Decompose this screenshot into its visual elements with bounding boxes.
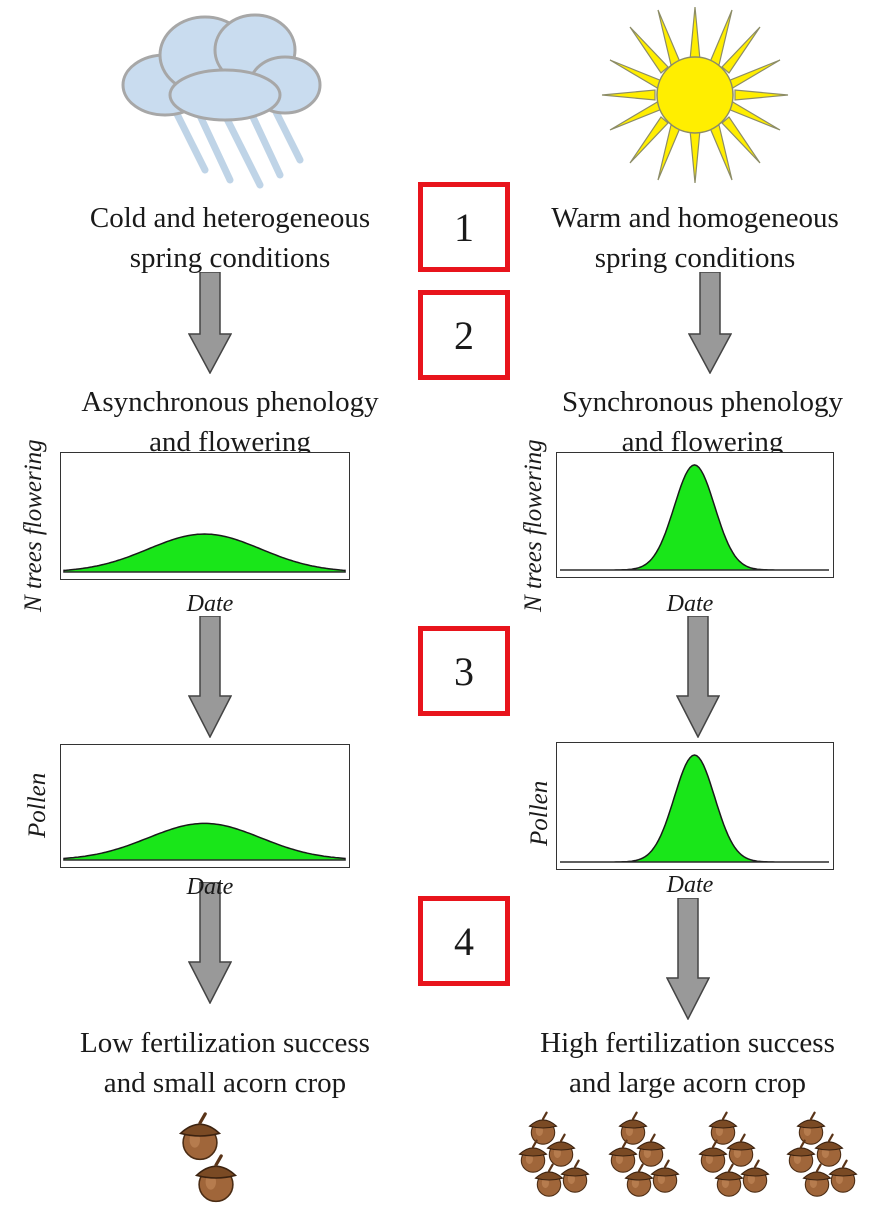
acorn-icon [737, 1158, 773, 1194]
acorn-icon [711, 1162, 747, 1198]
right-pollen-plot [556, 742, 834, 870]
acorn-icon [557, 1158, 593, 1194]
acorn-icon [811, 1132, 847, 1168]
right-flowering-ylabel: N trees flowering [520, 439, 547, 612]
right-down-arrow-1 [688, 272, 732, 374]
right-phenology-text: Synchronous phenology and flowering [530, 382, 871, 462]
left-outcome-line2: and small acorn crop [103, 1067, 347, 1099]
left-pollen-xlabel: Date [186, 874, 234, 900]
right-pollen-xlabel: Date [666, 872, 714, 898]
left-flowering-ylabel: N trees flowering [20, 439, 47, 612]
left-pollen-plot [60, 744, 350, 868]
left-condition-line1: Cold and heterogeneous [89, 202, 371, 234]
acorn-icon [695, 1138, 731, 1174]
right-outcome-text: High fertilization success and large aco… [505, 1023, 870, 1103]
left-pollen-curve [63, 822, 346, 861]
left-flowering-curve [63, 533, 346, 573]
right-down-arrow-2 [676, 616, 720, 738]
left-down-arrow-3 [188, 882, 232, 1004]
distribution-curve [63, 822, 346, 861]
left-down-arrow-1 [188, 272, 232, 374]
distribution-curve [560, 754, 829, 863]
left-phenology-line1: Asynchronous phenology [81, 386, 379, 418]
acorn-icon [799, 1162, 835, 1198]
acorn-icon [515, 1138, 551, 1174]
step-box-1: 1 [418, 182, 510, 272]
acorn-icon [621, 1162, 657, 1198]
small-acorn-crop [160, 1110, 270, 1208]
acorn-icon [633, 1132, 669, 1168]
step-box-3: 3 [418, 626, 510, 716]
right-down-arrow-3 [666, 898, 710, 1020]
right-flowering-plot [556, 452, 834, 578]
step-number-3: 3 [454, 648, 474, 694]
acorn-icon [793, 1110, 829, 1146]
acorn-icon [174, 1110, 226, 1162]
acorn-icon [783, 1138, 819, 1174]
right-outcome-line2: and large acorn crop [569, 1067, 806, 1099]
distribution-curve [63, 533, 346, 573]
step-box-2: 2 [418, 290, 510, 380]
left-flowering-plot [60, 452, 350, 580]
acorn-icon [543, 1132, 579, 1168]
acorn-icon [190, 1152, 242, 1204]
left-pollen-ylabel: Pollen [24, 772, 51, 838]
sun-icon [600, 5, 790, 185]
step-box-4: 4 [418, 896, 510, 986]
left-outcome-line1: Low fertilization success [80, 1027, 370, 1059]
left-down-arrow-2 [188, 616, 232, 738]
step-number-2: 2 [454, 312, 474, 358]
acorn-icon [723, 1132, 759, 1168]
acorn-icon [615, 1110, 651, 1146]
left-condition-text: Cold and heterogeneous spring conditions [60, 198, 400, 278]
right-flowering-curve [560, 464, 829, 571]
right-outcome-line1: High fertilization success [540, 1027, 835, 1059]
distribution-curve [560, 464, 829, 571]
acorn-icon [531, 1162, 567, 1198]
step-number-1: 1 [454, 204, 474, 250]
large-acorn-crop [515, 1110, 865, 1208]
acorn-icon [825, 1158, 861, 1194]
acorn-icon [525, 1110, 561, 1146]
left-condition-line2: spring conditions [129, 242, 331, 274]
rain-cloud-icon [110, 5, 330, 195]
right-condition-line2: spring conditions [594, 242, 796, 274]
acorn-icon [705, 1110, 741, 1146]
right-flowering-xlabel: Date [666, 591, 714, 617]
left-outcome-text: Low fertilization success and small acor… [40, 1023, 410, 1103]
right-phenology-line1: Synchronous phenology [561, 386, 844, 418]
left-flowering-xlabel: Date [186, 591, 234, 617]
right-condition-line1: Warm and homogeneous [551, 202, 839, 234]
right-condition-text: Warm and homogeneous spring conditions [520, 198, 870, 278]
step-number-4: 4 [454, 918, 474, 964]
acorn-icon [647, 1158, 683, 1194]
right-pollen-ylabel: Pollen [526, 780, 553, 846]
right-pollen-curve [560, 754, 829, 863]
left-phenology-text: Asynchronous phenology and flowering [50, 382, 410, 462]
acorn-icon [605, 1138, 641, 1174]
